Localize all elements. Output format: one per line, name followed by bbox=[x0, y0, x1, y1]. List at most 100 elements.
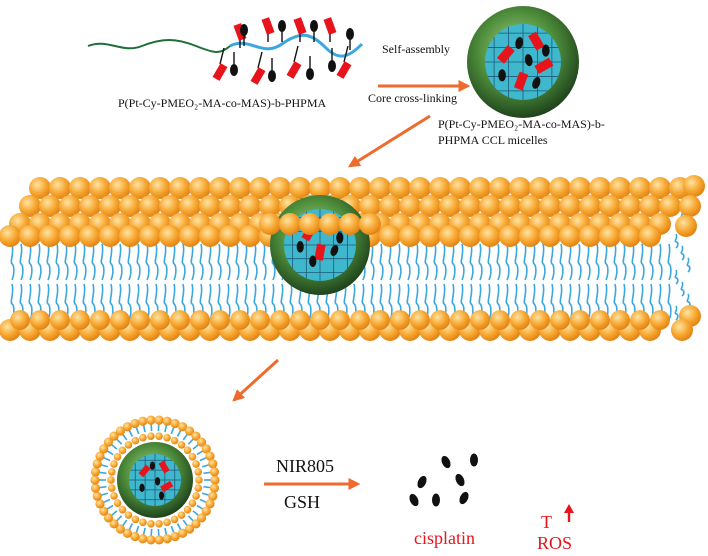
lipid-tail bbox=[674, 305, 679, 321]
lipid-head bbox=[539, 225, 561, 247]
lipid-head bbox=[163, 518, 171, 527]
drug-marker bbox=[233, 23, 247, 41]
lipid-head bbox=[208, 459, 218, 469]
lipid-head bbox=[570, 310, 590, 330]
pt-marker bbox=[139, 483, 145, 492]
lipid-tail bbox=[406, 283, 411, 321]
pt-marker bbox=[515, 36, 524, 50]
lipid-tail bbox=[469, 243, 474, 281]
lipid-tail bbox=[187, 515, 194, 522]
ros-label: ROS bbox=[537, 533, 573, 553]
endocytosis-arrow bbox=[232, 358, 280, 402]
micelle-in-vesicle bbox=[117, 442, 193, 518]
lipid-head bbox=[159, 195, 181, 217]
lipid-head bbox=[208, 491, 218, 501]
lipid-tail bbox=[203, 485, 211, 489]
lipid-head bbox=[299, 213, 321, 235]
lipid-tail bbox=[379, 243, 384, 281]
lipid-tail bbox=[199, 243, 204, 281]
pt-marker bbox=[268, 70, 276, 82]
temperature-label: T bbox=[541, 512, 552, 532]
lipid-head bbox=[239, 195, 261, 217]
lipid-head bbox=[199, 225, 221, 247]
pt-marker bbox=[498, 69, 506, 82]
lipid-head bbox=[539, 195, 561, 217]
lipid-head bbox=[92, 459, 102, 469]
lipid-tail bbox=[201, 492, 210, 496]
lipid-tail bbox=[106, 504, 114, 510]
lipid-head bbox=[110, 310, 130, 330]
lipid-head bbox=[177, 441, 186, 449]
lipid-head bbox=[99, 225, 121, 247]
lipid-head bbox=[191, 431, 201, 441]
lipid-tail bbox=[37, 243, 42, 281]
lipid-head bbox=[138, 416, 148, 426]
lipid-head bbox=[209, 483, 220, 493]
lipid-head bbox=[178, 528, 188, 538]
lipid-head bbox=[470, 310, 490, 330]
lipid-tail bbox=[415, 243, 420, 281]
drug-marker bbox=[314, 243, 326, 261]
polymer-chain bbox=[87, 17, 364, 85]
lipid-head bbox=[170, 531, 180, 542]
lipid-head bbox=[147, 520, 155, 528]
lipid-head bbox=[150, 310, 170, 330]
lipid-tail bbox=[406, 243, 411, 281]
lipid-tail bbox=[568, 283, 573, 321]
pt-marker bbox=[328, 60, 336, 72]
linker bbox=[293, 45, 299, 63]
lipid-tail bbox=[164, 527, 168, 535]
lipid-head bbox=[118, 446, 127, 455]
lipid-tail bbox=[686, 257, 691, 273]
lipid-head bbox=[609, 177, 631, 199]
lipid-head bbox=[50, 310, 70, 330]
lipid-head bbox=[379, 195, 401, 217]
lipid-tail bbox=[674, 233, 679, 249]
lipid-head bbox=[178, 422, 188, 432]
lipid-head bbox=[549, 177, 571, 199]
lipid-tail bbox=[262, 243, 267, 281]
lipid-head bbox=[559, 195, 581, 217]
lipid-tail bbox=[192, 444, 199, 450]
lipid-head bbox=[649, 177, 671, 199]
lipid-head bbox=[205, 451, 215, 461]
lipid-head bbox=[79, 195, 101, 217]
lipid-head bbox=[109, 177, 131, 199]
drug-marker bbox=[158, 460, 170, 474]
lipid-tail bbox=[164, 425, 168, 433]
lipid-head bbox=[449, 177, 471, 199]
lipid-tail bbox=[145, 283, 150, 321]
lipid-head bbox=[110, 492, 118, 500]
lipid-head bbox=[39, 225, 61, 247]
lipid-tail bbox=[82, 243, 87, 281]
lipid-head bbox=[679, 195, 701, 217]
lipid-tail bbox=[55, 243, 60, 281]
lipid-head bbox=[195, 476, 203, 484]
lipid-head bbox=[490, 310, 510, 330]
lipid-head bbox=[630, 310, 650, 330]
lipid-head bbox=[107, 468, 116, 476]
lipid-tail bbox=[658, 243, 663, 281]
lipid-tail bbox=[122, 433, 128, 441]
lipid-tail bbox=[680, 281, 685, 297]
lipid-tail bbox=[181, 243, 186, 281]
lipid-head bbox=[589, 177, 611, 199]
lipid-head bbox=[118, 505, 127, 514]
lipid-head bbox=[330, 310, 350, 330]
lipid-head bbox=[19, 225, 41, 247]
drug-marker bbox=[261, 17, 275, 35]
lipid-tail bbox=[116, 438, 123, 445]
lipid-head bbox=[185, 426, 195, 436]
lipid-head bbox=[349, 177, 371, 199]
lipid-tail bbox=[199, 456, 207, 462]
lipid-head bbox=[115, 524, 125, 534]
lipid-head bbox=[519, 195, 541, 217]
lipid-head bbox=[369, 177, 391, 199]
lipid-head bbox=[489, 177, 511, 199]
lipid-head bbox=[196, 437, 207, 447]
nir805-label: NIR805 bbox=[276, 456, 334, 476]
lipid-head bbox=[90, 310, 110, 330]
lipid-head bbox=[170, 418, 180, 429]
pt-marker bbox=[532, 77, 541, 89]
